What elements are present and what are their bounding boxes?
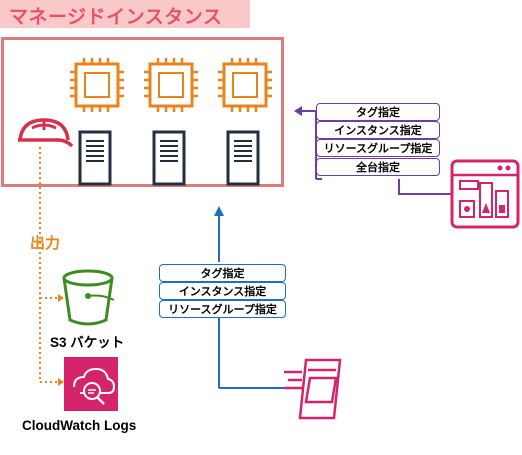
blue-tag-2: リソースグループ指定 — [159, 300, 286, 318]
blue-connector — [218, 215, 284, 389]
document-icon — [226, 130, 260, 186]
chip-icon — [70, 58, 124, 112]
arrow-head — [58, 294, 64, 302]
blue-tag-1: インスタンス指定 — [159, 282, 286, 300]
chip-icon — [144, 58, 198, 112]
purple-tag-2: リソースグループ指定 — [316, 139, 440, 157]
document-icon — [78, 130, 112, 186]
hard-hat-icon — [18, 118, 74, 148]
purple-tag-0: タグ指定 — [316, 103, 440, 121]
chip-icon — [218, 58, 272, 112]
managed-instances-box — [1, 37, 284, 187]
inventory-icon — [284, 358, 342, 420]
page-title: マネージドインスタンス — [9, 7, 223, 28]
document-icon — [152, 130, 186, 186]
bucket-icon — [62, 269, 115, 326]
purple-tag-1: インスタンス指定 — [316, 121, 440, 139]
blue-tag-0: タグ指定 — [159, 264, 286, 282]
title-banner — [0, 0, 250, 28]
arrow-head — [294, 106, 302, 116]
arrow-head — [58, 378, 64, 386]
cloudwatch-logs-label: CloudWatch Logs — [22, 418, 137, 433]
dashboard-icon — [450, 159, 520, 229]
arrow-head — [214, 206, 224, 216]
output-label: 出力 — [30, 235, 61, 252]
output-connector — [39, 147, 58, 383]
cloudwatch-logs-icon — [64, 357, 118, 411]
purple-tag-3: 全台指定 — [316, 158, 440, 176]
s3-label: S3 バケット — [50, 335, 125, 350]
